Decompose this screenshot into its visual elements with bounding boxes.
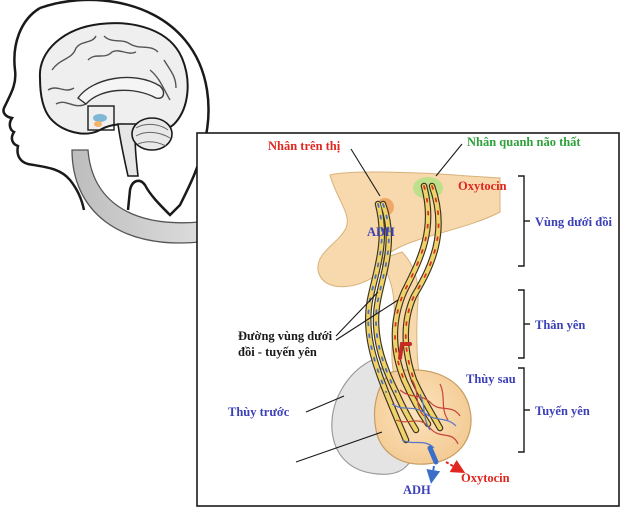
brain-icon — [38, 22, 189, 177]
adh-bottom-label: ADH — [403, 483, 431, 497]
tract-label-line2: đồi - tuyến yên — [238, 345, 317, 359]
artery-vessel — [398, 342, 412, 360]
oxytocin-bottom-label: Oxytocin — [461, 471, 510, 485]
hypothalamus-label: Vùng dưới đồi — [535, 215, 612, 229]
leader-lines — [295, 143, 463, 463]
pituitary-stalk-label: Thân yên — [535, 318, 585, 332]
capillary-network — [391, 379, 461, 449]
pituitary-gland-label: Tuyến yên — [535, 404, 590, 418]
adh-top-label: ADH — [367, 225, 395, 239]
anterior-lobe-label: Thùy trước — [228, 405, 290, 419]
oxytocin-top-label: Oxytocin — [458, 179, 507, 193]
oxytocin-release-arrow — [445, 459, 466, 473]
posterior-lobe-label: Thùy sau — [466, 372, 516, 386]
tract-label-line1: Đường vùng dưới — [238, 329, 333, 343]
adh-release-arrow — [426, 465, 441, 484]
paraventricular-nucleus-label: Nhân quanh não thất — [467, 135, 581, 149]
brackets — [518, 175, 530, 453]
vein-vessel — [427, 445, 439, 465]
supraoptic-nucleus-label: Nhân trên thị — [268, 139, 341, 153]
